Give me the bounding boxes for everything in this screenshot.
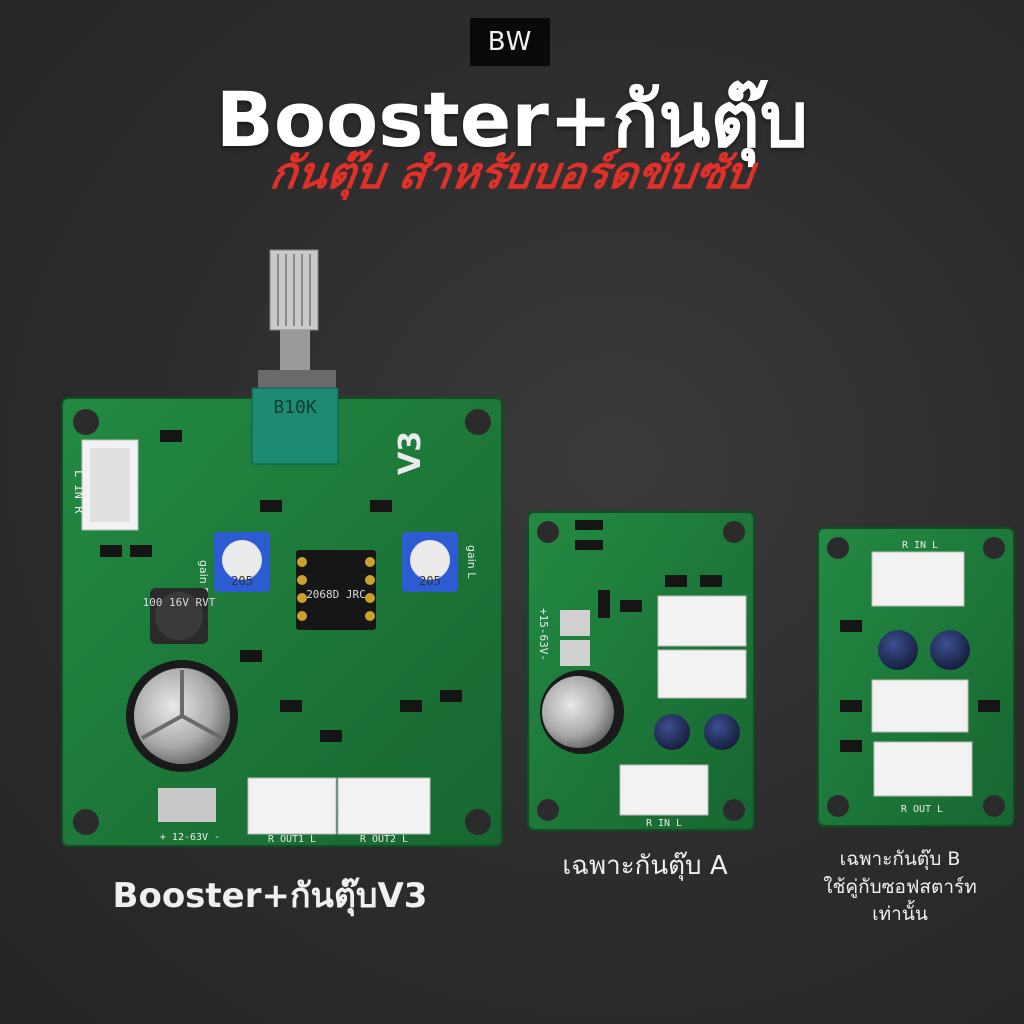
a-voltage-label: +15-63V- — [537, 608, 550, 661]
out1-label: R OUT1 L — [268, 834, 316, 845]
caption-board-b-line2: ใช้คู่กับซอฟสตาร์ท — [823, 875, 977, 898]
board-b: R IN L R OUT L — [817, 527, 1015, 827]
board-a: R IN L +15-63V- — [527, 511, 755, 831]
mount-hole — [465, 409, 491, 435]
caption-booster-v3: Booster+กันตุ๊บV3 — [112, 876, 428, 916]
power-label: + 12-63V - — [160, 832, 220, 843]
trimmer-left: 205 — [214, 532, 270, 592]
svg-text:205: 205 — [419, 574, 441, 588]
chip-label: 2068D JRC — [306, 588, 366, 601]
caption-board-b-line1: เฉพาะกันตุ๊บ B — [839, 848, 961, 870]
caption-board-b-line3: เท่านั้น — [872, 903, 928, 926]
brand-logo: BW — [470, 18, 550, 66]
b-input-label: R IN L — [902, 540, 938, 551]
mount-hole — [465, 809, 491, 835]
mount-hole — [73, 409, 99, 435]
gain-r-label: gain R — [197, 560, 210, 595]
mount-hole — [73, 809, 99, 835]
small-capacitor: 100 16V RVT — [143, 588, 216, 644]
potentiometer: B10K — [251, 249, 339, 465]
svg-text:100 16V RVT: 100 16V RVT — [143, 596, 216, 609]
caption-board-b: เฉพาะกันตุ๊บ B ใช้คู่กับซอฟสตาร์ท เท่านั… — [790, 846, 1010, 929]
caption-board-a: เฉพาะกันตุ๊บ A — [562, 851, 728, 881]
output2-connector — [337, 777, 431, 835]
page-title: Booster+กันตุ๊บ — [215, 75, 809, 164]
opamp-chip — [296, 550, 376, 630]
a-input-label: R IN L — [646, 818, 682, 829]
gain-l-label: gain L — [465, 545, 478, 579]
board-version-label: V3 — [393, 431, 428, 475]
pot-label: B10K — [273, 397, 317, 418]
trimmer-right: 205 — [402, 532, 458, 592]
out2-label: R OUT2 L — [360, 834, 408, 845]
output1-connector — [247, 777, 337, 835]
input-label: L IN R — [72, 470, 86, 514]
svg-text:205: 205 — [231, 574, 253, 588]
power-terminal — [158, 788, 216, 822]
b-output-label: R OUT L — [901, 804, 943, 815]
board-v3: B10K V3 L IN R 2068D JRC 205 205 gain R … — [61, 249, 503, 847]
